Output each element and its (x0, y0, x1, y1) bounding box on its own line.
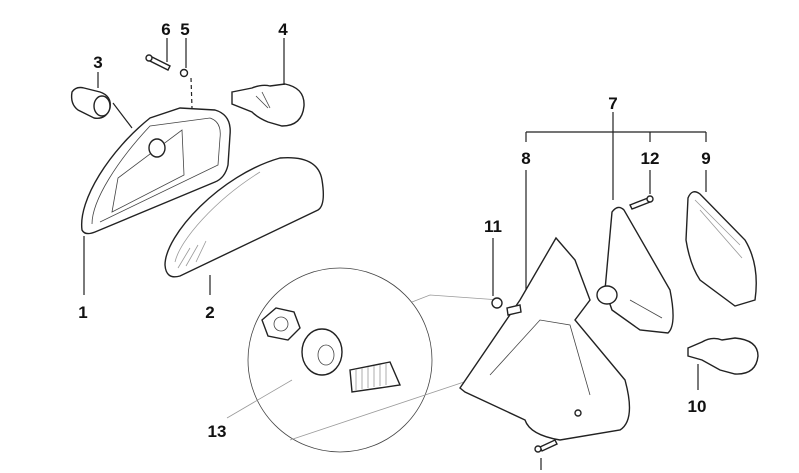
lamp-housing (81, 102, 231, 235)
lens (164, 156, 325, 278)
callout-3: 3 (93, 53, 102, 72)
callout-13: 13 (208, 422, 227, 441)
bulb-top (231, 83, 305, 127)
bulb-socket (70, 86, 111, 119)
screw-12 (629, 195, 654, 210)
callout-10: 10 (688, 397, 707, 416)
callout-7: 7 (608, 94, 617, 113)
callout-4: 4 (278, 20, 288, 39)
screw-and-washer (145, 54, 193, 109)
callout-1: 1 (78, 303, 87, 322)
side-lens (685, 191, 757, 307)
callout-8: 8 (521, 149, 530, 168)
callout-5: 5 (180, 20, 189, 39)
bulb-side (687, 337, 759, 375)
callout-11: 11 (484, 217, 502, 236)
callout-2: 2 (205, 303, 214, 322)
lower-cover (459, 236, 631, 470)
side-housing (596, 206, 674, 334)
nut-and-stud (491, 297, 522, 316)
leader-lines (83, 38, 707, 419)
callout-12: 12 (641, 149, 660, 168)
detail-magnifier (247, 267, 501, 453)
callout-6: 6 (161, 20, 170, 39)
callout-9: 9 (701, 149, 710, 168)
